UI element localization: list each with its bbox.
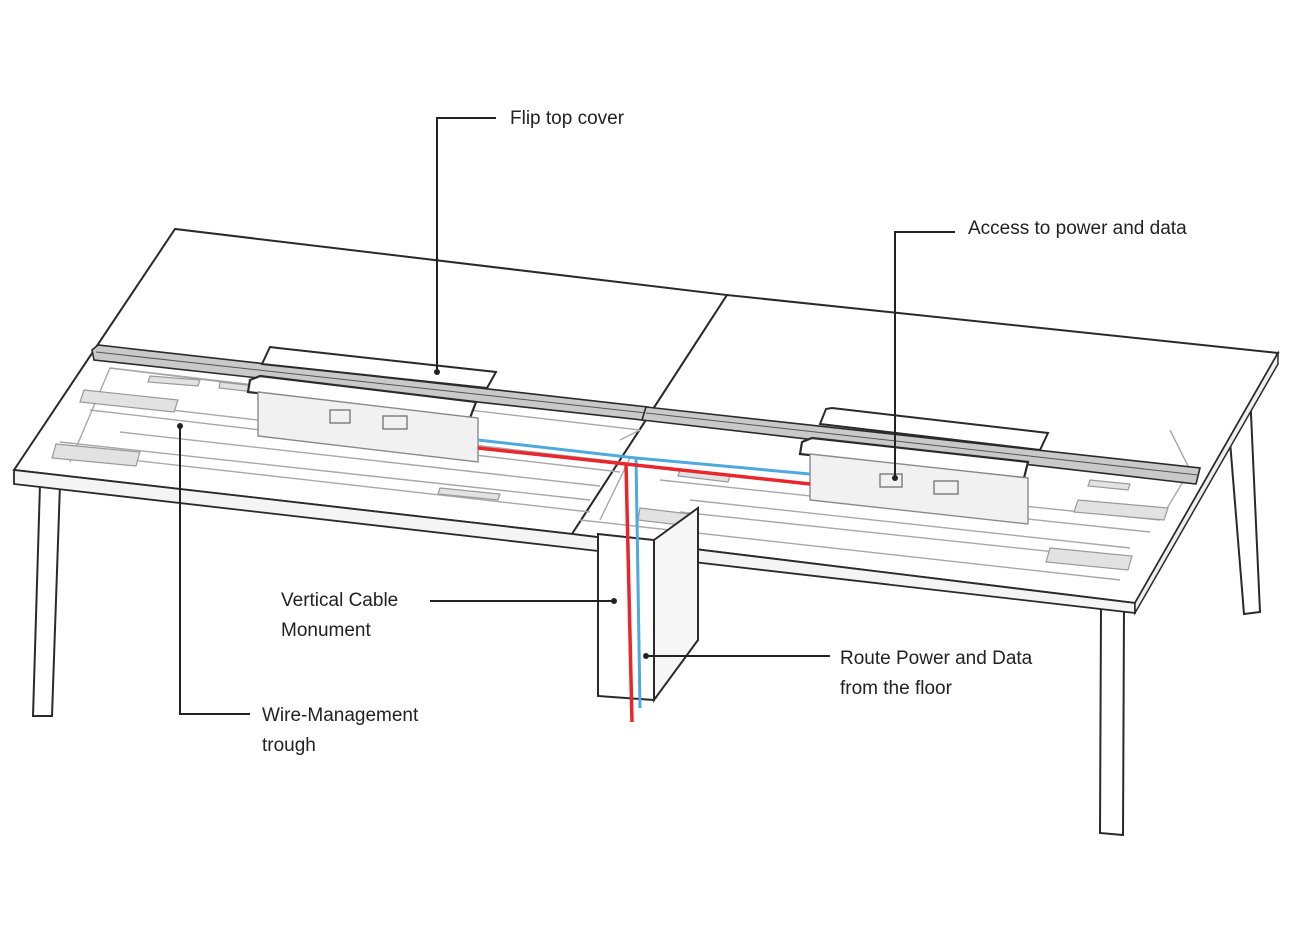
leader-lines [179,117,955,715]
label-access-power-data: Access to power and data [968,218,1187,239]
socket-icon [382,415,408,430]
desktop-right-edge [1134,350,1279,616]
flip-top-cover-left[interactable] [246,345,498,463]
label-vertical-cable-line2: Monument [281,620,371,641]
monument-side [653,506,699,704]
label-route-line1: Route Power and Data [840,648,1033,669]
flip-top-cover-right[interactable] [798,406,1050,525]
leader-access [894,231,955,478]
flip-top-lid-right [818,406,1050,452]
cables [477,438,811,723]
desktop [12,227,1280,616]
socket-icon [329,409,351,424]
power-cable [477,446,811,723]
label-wire-mgmt-line2: trough [262,735,316,756]
data-cable [477,438,811,709]
leg-front-right [1098,605,1126,837]
leg-front-left [31,483,62,717]
labels: Flip top cover Access to power and data … [262,108,1187,756]
monument-front [597,532,655,702]
leader-dots [177,369,898,659]
leader-flip-top [436,117,496,372]
center-rail [91,344,1201,485]
flip-top-lid-left [260,345,498,390]
label-flip-top-cover: Flip top cover [510,108,625,129]
desk-legs [31,391,1262,837]
power-box-right [809,453,1029,525]
socket-icon [933,480,959,495]
label-route-line2: from the floor [840,678,953,699]
underdesk-brackets [51,375,1169,571]
label-vertical-cable-line1: Vertical Cable [281,590,398,611]
leader-wire-mgmt [179,426,250,715]
power-box-left [257,391,479,463]
label-wire-mgmt-line1: Wire-Management [262,705,419,726]
socket-icon [879,473,903,488]
